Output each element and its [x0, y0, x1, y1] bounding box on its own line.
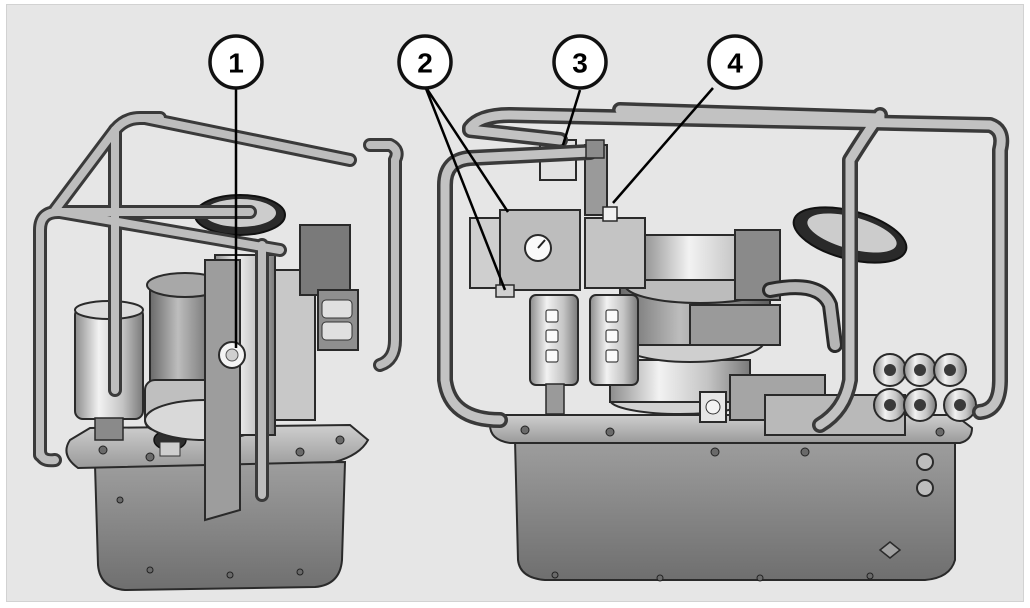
leader-3	[561, 89, 582, 146]
leader-2a	[423, 85, 510, 213]
callout-2: 2	[397, 34, 453, 90]
callout-3-label: 3	[572, 48, 588, 79]
callout-4-label: 4	[727, 48, 743, 79]
callout-leaders	[234, 85, 714, 348]
leader-2b	[423, 85, 507, 291]
callout-1: 1	[208, 34, 264, 90]
right-pump-view	[437, 102, 1010, 582]
left-pump-view	[33, 111, 404, 592]
callout-2-label: 2	[417, 48, 433, 79]
callout-3: 3	[552, 34, 608, 90]
callout-1-label: 1	[228, 48, 244, 79]
callout-4: 4	[707, 34, 763, 90]
leader-4	[612, 87, 714, 204]
